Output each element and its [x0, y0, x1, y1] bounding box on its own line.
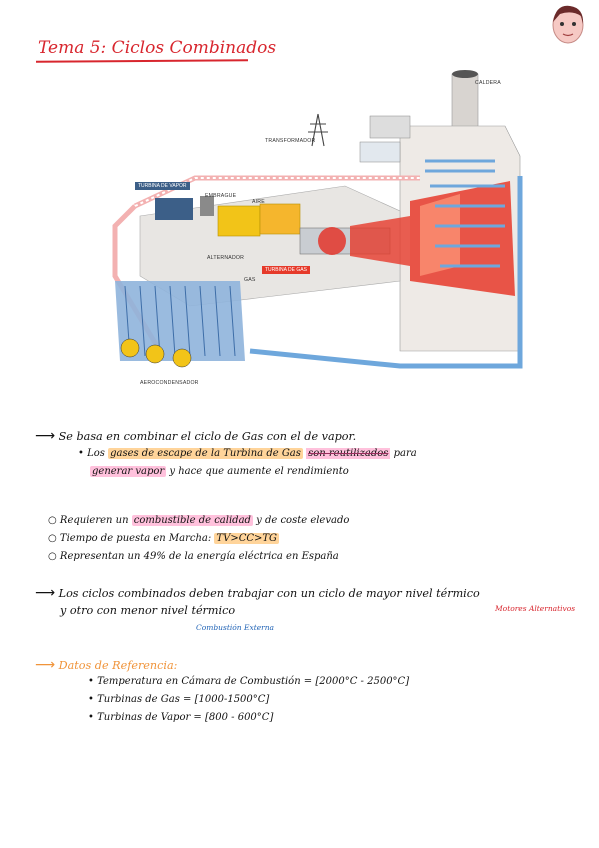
note-line-2: ⟶ Los ciclos combinados deben trabajar c… — [35, 585, 480, 601]
note-line-2-cont: y otro con menor nivel térmico — [60, 604, 236, 617]
note-bullet-1-cont: generar vapor y hace que aumente el rend… — [90, 466, 349, 477]
arrow-icon: ⟶ — [35, 585, 56, 601]
list-item: ○ Requieren un combustible de calidad y … — [48, 515, 350, 526]
highlight-generar-vapor: generar vapor — [90, 466, 167, 477]
avatar — [552, 5, 584, 44]
page-title: Tema 5: Ciclos Combinados — [38, 38, 277, 58]
ref-item: • Turbinas de Vapor = [800 - 600°C] — [88, 712, 274, 723]
label-caldera: CALDERA — [475, 80, 501, 86]
list-item: ○ Representan un 49% de la energía eléct… — [48, 551, 339, 562]
combined-cycle-diagram — [112, 70, 523, 369]
ref-item: • Temperatura en Cámara de Combustión = … — [88, 676, 410, 687]
label-turbina-gas: TURBINA DE GAS — [262, 266, 310, 274]
note-bullet-1: • Los gases de escape de la Turbina de G… — [78, 448, 417, 459]
annotation-motores: Motores Alternativos — [495, 604, 576, 613]
label-aerocondensador: AEROCONDENSADOR — [140, 380, 199, 386]
label-embrague: EMBRAGUE — [205, 193, 237, 199]
label-turbina-vapor: TURBINA DE VAPOR — [135, 182, 190, 190]
note-line-1: ⟶ Se basa en combinar el ciclo de Gas co… — [35, 428, 357, 444]
list-item: ○ Tiempo de puesta en Marcha: TV>CC>TG — [48, 533, 280, 544]
label-transformador: TRANSFORMADOR — [265, 138, 316, 144]
title-underline — [35, 59, 249, 63]
highlight-gases-escape: gases de escape de la Turbina de Gas — [108, 448, 303, 459]
arrow-icon: ⟶ — [35, 428, 56, 444]
strike-reutilizados: son reutilizados — [306, 448, 391, 459]
label-aire: AIRE — [252, 199, 265, 205]
label-alternador: ALTERNADOR — [207, 255, 245, 261]
ref-item: • Turbinas de Gas = [1000-1500°C] — [88, 694, 270, 705]
label-gas: GAS — [244, 277, 256, 283]
annotation-combustion: Combustión Externa — [196, 623, 275, 632]
ref-title: ⟶ Datos de Referencia: — [35, 657, 178, 673]
arrow-icon: ⟶ — [35, 657, 56, 673]
